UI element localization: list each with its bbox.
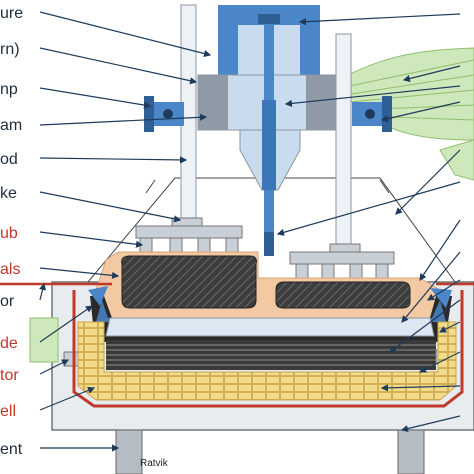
anode-clamps	[144, 96, 392, 132]
label-tor: tor	[0, 367, 19, 384]
label-ub: ub	[0, 225, 18, 242]
anode-left	[121, 255, 257, 309]
label-ent: ent	[0, 441, 23, 458]
anode-right	[275, 281, 411, 309]
label-de: de	[0, 335, 18, 352]
cathode-region	[90, 296, 452, 342]
label-ell: ell	[0, 403, 16, 420]
support-leg-right	[397, 429, 425, 474]
refractory-lining	[77, 321, 457, 401]
steel-shell-inner	[72, 290, 464, 408]
label-ke: ke	[0, 185, 17, 202]
watermark: Ratvik	[140, 458, 169, 469]
anode-yokes	[135, 217, 395, 285]
label-rn: rn)	[0, 41, 20, 58]
support-leg-left	[115, 429, 143, 474]
label-ure: ure	[0, 5, 23, 22]
labels-left: ure rn) np am od ke ub als or de tor ell…	[0, 5, 23, 458]
label-np: np	[0, 81, 18, 98]
busbar-green-left	[29, 317, 59, 363]
label-am: am	[0, 117, 22, 134]
label-or: or	[0, 293, 15, 310]
label-od: od	[0, 151, 18, 168]
leader-lines	[39, 11, 461, 452]
feeder-superstructure	[197, 5, 337, 256]
label-als: als	[0, 261, 20, 278]
cathode-block	[63, 340, 457, 370]
